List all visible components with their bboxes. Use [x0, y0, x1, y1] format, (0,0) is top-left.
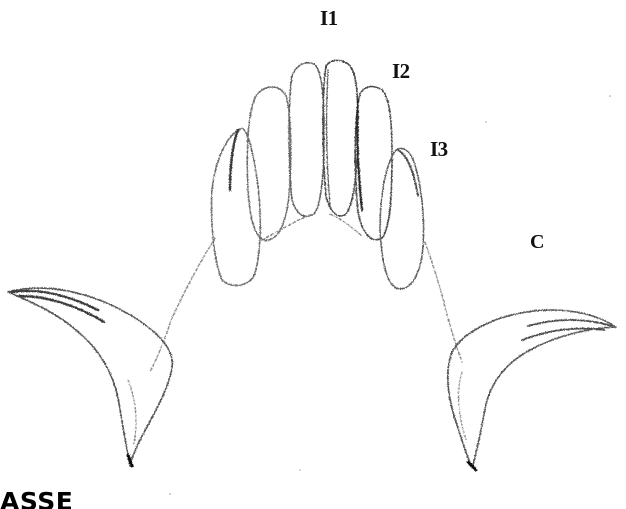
- gum-line: [262, 214, 362, 240]
- right-i1-tooth: [323, 60, 358, 216]
- left-arch-outline: [150, 238, 215, 372]
- right-i2-tooth: [355, 87, 392, 240]
- label-i3: I3: [430, 139, 448, 160]
- left-canine-root-mark: [128, 455, 132, 466]
- right-canine-shading: [522, 320, 612, 340]
- right-canine-root-mark: [468, 462, 476, 470]
- corner-text: ASSE: [0, 489, 73, 509]
- right-canine-tooth: [448, 310, 616, 468]
- left-i1-tooth: [289, 63, 324, 217]
- left-i2-tooth: [247, 87, 291, 240]
- right-arch-outline: [425, 242, 462, 362]
- left-canine-inner: [128, 380, 136, 444]
- right-i2-edge-shading: [357, 100, 362, 210]
- right-i3-edge-shading: [398, 150, 418, 196]
- label-i1: I1: [320, 8, 338, 29]
- label-c: C: [530, 232, 544, 252]
- right-i1-center-shading: [327, 70, 330, 205]
- right-i3-tooth: [380, 149, 424, 289]
- right-canine-inner: [459, 372, 466, 440]
- left-i3-edge-shading: [230, 130, 238, 190]
- left-i3-tooth: [211, 128, 260, 286]
- label-i2: I2: [392, 61, 410, 82]
